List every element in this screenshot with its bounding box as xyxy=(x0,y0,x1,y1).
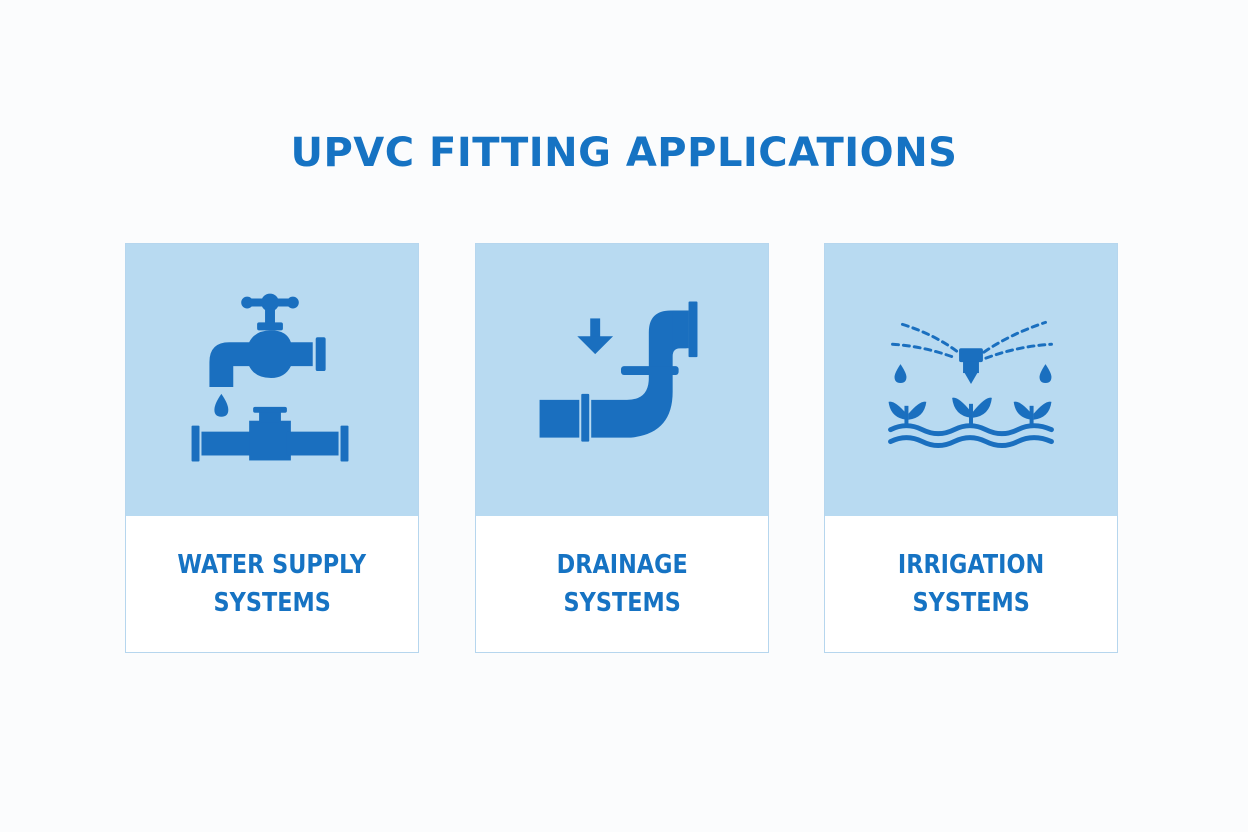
card-icon-panel xyxy=(476,244,768,516)
page-title: UPVC FITTING APPLICATIONS xyxy=(290,130,958,176)
card-drainage: DRAINAGE SYSTEMS xyxy=(475,243,769,653)
card-label: IRRIGATION SYSTEMS xyxy=(825,516,1117,652)
card-label-line2: SYSTEMS xyxy=(563,588,681,618)
card-label-line1: DRAINAGE xyxy=(556,550,688,580)
sprinkler-plants-icon xyxy=(888,320,1054,449)
card-icon-panel xyxy=(126,244,418,516)
card-water-supply: WATER SUPPLY SYSTEMS xyxy=(125,243,419,653)
card-label-line2: SYSTEMS xyxy=(912,588,1030,618)
card-label-line1: WATER SUPPLY xyxy=(177,550,367,580)
drain-elbow-pipe-icon xyxy=(539,301,698,442)
card-irrigation: IRRIGATION SYSTEMS xyxy=(824,243,1118,653)
card-label: DRAINAGE SYSTEMS xyxy=(476,516,768,652)
card-icon-panel xyxy=(825,244,1117,516)
card-label: WATER SUPPLY SYSTEMS xyxy=(126,516,418,652)
card-label-line1: IRRIGATION xyxy=(897,550,1045,580)
card-label-line2: SYSTEMS xyxy=(213,588,331,618)
faucet-pipe-icon xyxy=(191,293,349,462)
